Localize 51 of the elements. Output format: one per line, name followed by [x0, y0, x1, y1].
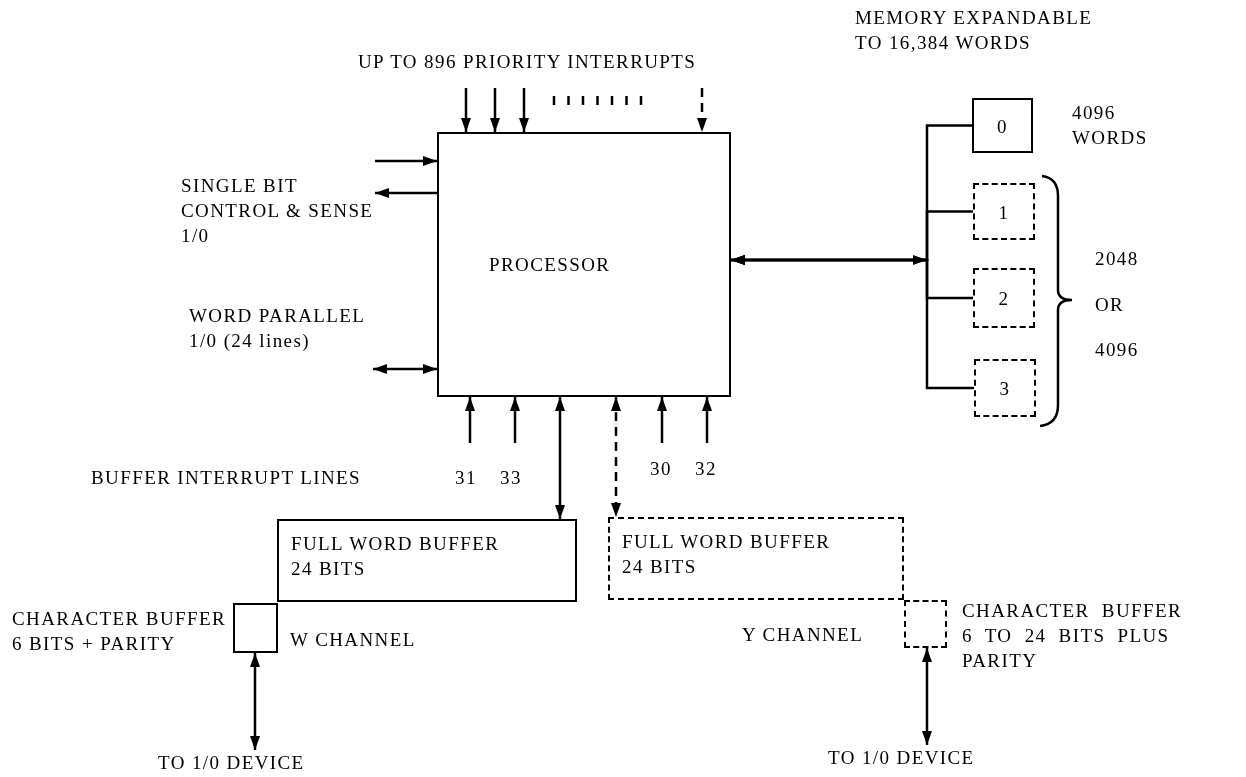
arrow	[373, 364, 437, 374]
box-label: 1	[998, 200, 1010, 224]
endpoint-label: TO 1/0 DEVICE	[158, 751, 306, 775]
side-note: 4096 WORDS	[1072, 101, 1149, 150]
side-note: CHARACTER BUFFER 6 BITS + PARITY	[12, 607, 228, 656]
block-box	[608, 517, 904, 600]
annotation-text: 4096	[1095, 338, 1139, 362]
arrow	[375, 156, 437, 166]
arrow	[519, 88, 529, 132]
endpoint-label: TO 1/0 DEVICE	[828, 746, 976, 770]
annotation-text: 32	[695, 457, 717, 481]
annotation-text: 2048	[1095, 247, 1139, 271]
endpoint-label: SINGLE BIT CONTROL & SENSE 1/0	[181, 174, 375, 248]
box-outline	[904, 600, 947, 648]
block-box	[972, 98, 1033, 153]
annotation-text: Y CHANNEL	[742, 623, 864, 647]
arrow	[490, 88, 500, 132]
box-label: 2	[998, 286, 1010, 311]
arrow	[461, 88, 471, 132]
annotation-text: 33	[500, 466, 522, 490]
arrow	[611, 397, 621, 517]
annotation-text: OR	[1095, 293, 1125, 317]
arrow	[250, 653, 260, 750]
side-note: CHARACTER BUFFER 6 TO 24 BITS PLUS PARITY	[962, 599, 1184, 673]
annotation-text: MEMORY EXPANDABLE TO 16,384 WORDS	[855, 6, 1094, 55]
endpoint-label: WORD PARALLEL 1/0 (24 lines)	[189, 304, 366, 353]
block-box	[973, 268, 1035, 328]
arrow	[375, 188, 437, 198]
annotation-text: 31	[455, 466, 477, 490]
box-label: 3	[999, 376, 1011, 401]
arrow	[555, 397, 565, 519]
arrow	[465, 397, 475, 443]
block-box	[973, 183, 1035, 240]
box-label: FULL WORD BUFFER 24 BITS	[291, 532, 501, 581]
arrow	[697, 88, 707, 132]
annotation-text: UP TO 896 PRIORITY INTERRUPTS	[358, 50, 698, 74]
box-label: PROCESSOR	[489, 253, 611, 277]
box-label: FULL WORD BUFFER 24 BITS	[622, 530, 832, 579]
arrow	[731, 255, 974, 390]
annotation-text: W CHANNEL	[290, 628, 416, 652]
box-outline	[233, 603, 278, 653]
arrow	[510, 397, 520, 443]
block-box	[974, 359, 1036, 417]
block-box	[437, 132, 731, 397]
block-box	[277, 519, 577, 602]
arrow	[922, 648, 932, 745]
arrow	[702, 397, 712, 443]
annotation-text: 30	[650, 457, 672, 481]
box-label: 0	[997, 114, 1008, 138]
arrow	[657, 397, 667, 443]
annotation-text: BUFFER INTERRUPT LINES	[91, 466, 362, 490]
